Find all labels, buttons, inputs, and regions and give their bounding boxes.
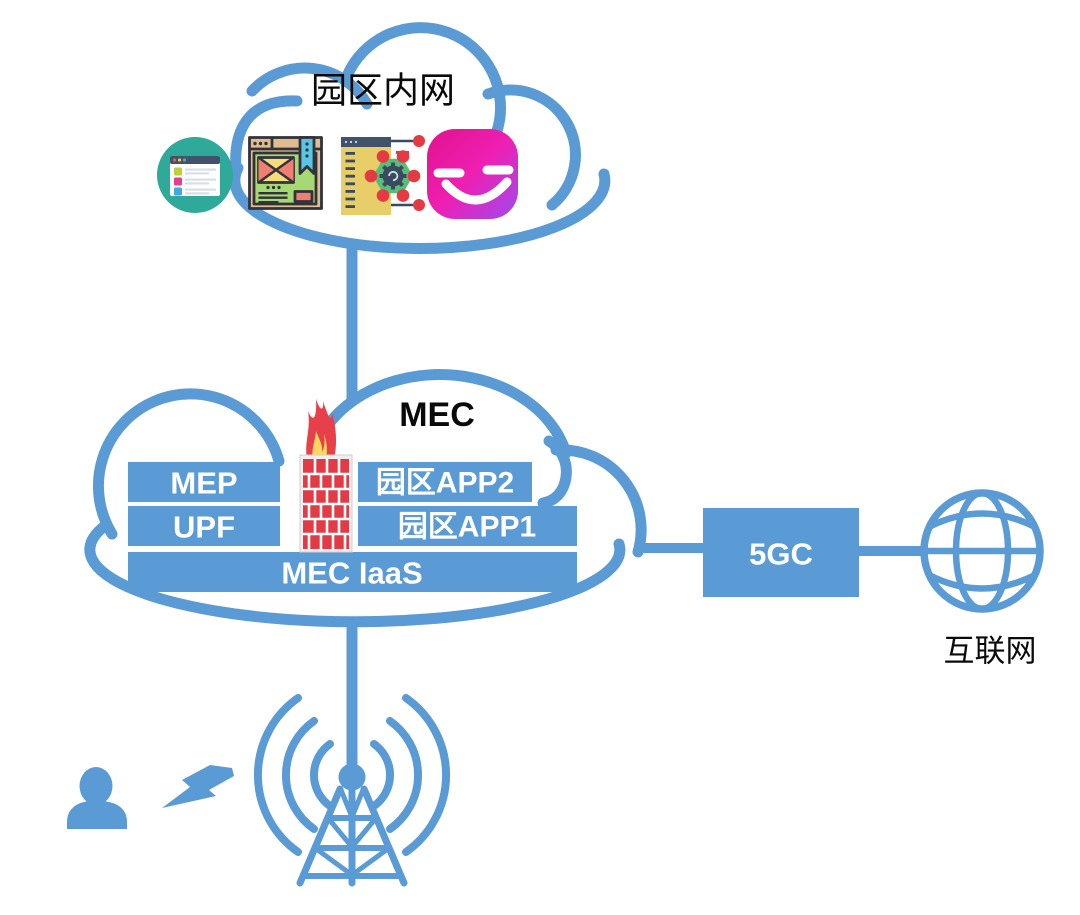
gear-network-app-icon [341,135,425,215]
smiley-app-icon [427,129,518,219]
firewall-mortar [303,459,349,549]
tower-lattice [296,785,408,887]
campus-cloud-outline [229,22,611,254]
upf-box [128,506,280,546]
mec-cloud-outline [84,369,647,628]
iaas-box-label: MEC IaaS [281,556,422,591]
internet-globe-icon [920,489,1044,613]
list-window-app-icon [157,137,233,213]
upf-box-label: UPF [173,510,235,545]
cloud-curl [537,435,572,509]
mep-box-label: MEP [170,466,237,501]
mec-boxes [128,462,577,592]
app1-box [358,506,577,546]
lightning-bolt-icon [162,765,234,808]
mep-box [128,462,280,502]
list-rows [174,167,216,196]
app1-box-label: 园区APP1 [398,511,536,544]
5gc-box [703,508,859,597]
mec-cloud-label: MEC [399,396,475,434]
campus-app-icons [157,129,518,219]
base-station-tower-icon [253,694,451,887]
user-person-icon [67,767,127,829]
webpage-app-icon [248,136,323,210]
flame-inner [312,431,327,459]
app2-box-label: 园区APP2 [376,467,514,500]
antenna-hub [338,763,366,791]
network-nodes [364,135,425,211]
firewall-brick-flame-icon [299,399,353,553]
signal-waves [253,694,451,856]
gear-icon [379,162,407,190]
app2-box [358,462,532,502]
5gc-box-label: 5GC [749,537,813,572]
campus-cloud-label: 园区内网 [311,70,455,111]
internet-label: 互联网 [944,634,1037,669]
iaas-box [128,552,577,592]
